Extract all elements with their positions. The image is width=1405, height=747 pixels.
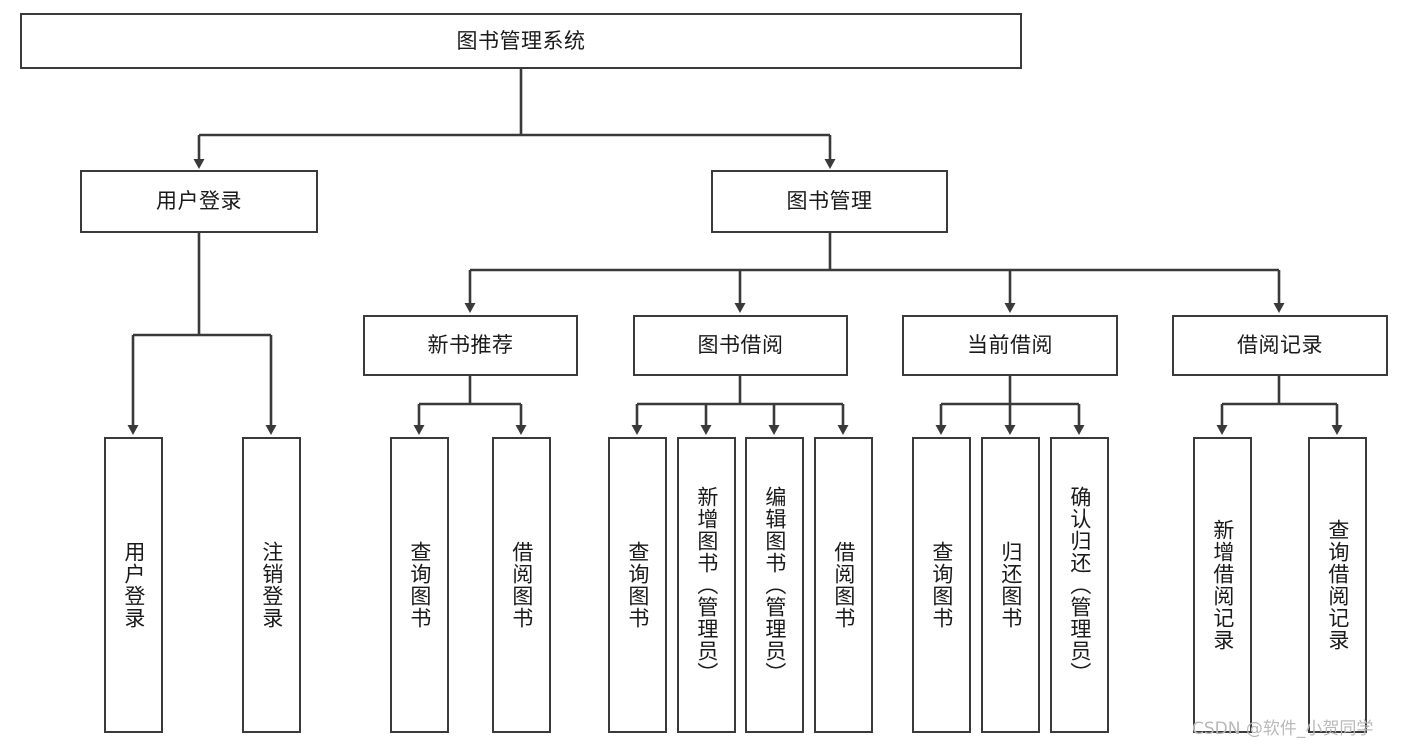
node-label: 新增图书（管理员） [694, 486, 719, 684]
node-label: 确认归还（管理员） [1067, 486, 1092, 684]
leaf-add-borrow-record[interactable]: 新增借阅记录 [1193, 437, 1252, 733]
node-book-management[interactable]: 图书管理 [711, 170, 948, 233]
node-label: 用户登录 [121, 541, 146, 629]
leaf-edit-book-admin[interactable]: 编辑图书（管理员） [745, 437, 804, 733]
leaf-add-book-admin[interactable]: 新增图书（管理员） [677, 437, 736, 733]
node-label: 图书管理系统 [456, 28, 586, 53]
node-label: 查询图书 [407, 541, 432, 629]
node-label: 借阅记录 [1237, 333, 1323, 358]
leaf-query-books-borrow[interactable]: 查询图书 [608, 437, 667, 733]
csdn-watermark: CSDN @软件_小贺同学 [1192, 719, 1374, 739]
node-label: 查询图书 [625, 541, 650, 629]
leaf-borrow-books-recommend[interactable]: 借阅图书 [492, 437, 551, 733]
node-current-borrow[interactable]: 当前借阅 [902, 315, 1118, 376]
node-borrow-records[interactable]: 借阅记录 [1172, 315, 1388, 376]
node-label: 图书管理 [786, 189, 873, 214]
node-root-system[interactable]: 图书管理系统 [20, 13, 1022, 69]
node-label: 查询借阅记录 [1325, 519, 1350, 651]
node-label: 编辑图书（管理员） [762, 486, 787, 684]
node-label: 注销登录 [259, 541, 284, 629]
node-label: 查询图书 [929, 541, 954, 629]
node-label: 新书推荐 [427, 333, 514, 358]
node-label: 图书借阅 [697, 333, 784, 358]
node-label: 借阅图书 [509, 541, 534, 629]
node-label: 新增借阅记录 [1210, 519, 1235, 651]
leaf-user-logout[interactable]: 注销登录 [242, 437, 301, 733]
leaf-query-books-current[interactable]: 查询图书 [912, 437, 971, 733]
leaf-query-books-recommend[interactable]: 查询图书 [390, 437, 449, 733]
leaf-user-login[interactable]: 用户登录 [104, 437, 163, 733]
node-label: 用户登录 [156, 189, 242, 214]
node-book-borrow[interactable]: 图书借阅 [633, 315, 848, 376]
node-user-login[interactable]: 用户登录 [80, 170, 318, 233]
leaf-confirm-return-admin[interactable]: 确认归还（管理员） [1050, 437, 1109, 733]
leaf-borrow-books[interactable]: 借阅图书 [814, 437, 873, 733]
node-label: 借阅图书 [831, 541, 856, 629]
node-label: 归还图书 [998, 541, 1023, 629]
node-label: 当前借阅 [967, 333, 1053, 358]
leaf-return-books[interactable]: 归还图书 [981, 437, 1040, 733]
leaf-query-borrow-record[interactable]: 查询借阅记录 [1308, 437, 1367, 733]
node-new-book-recommend[interactable]: 新书推荐 [363, 315, 578, 376]
